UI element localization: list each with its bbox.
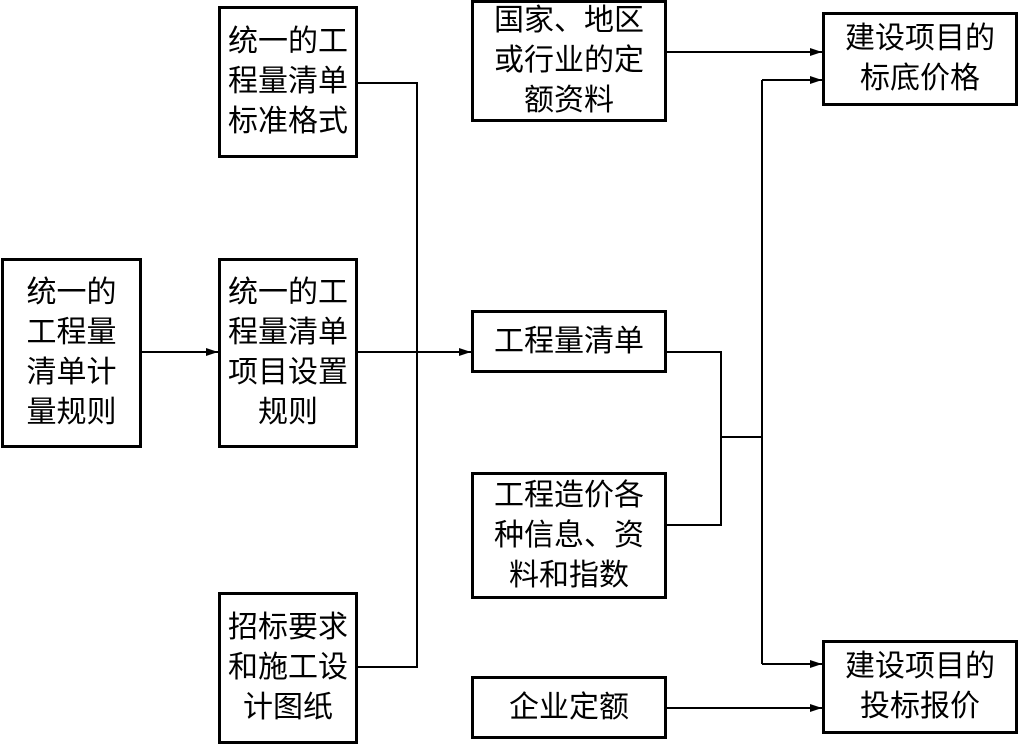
line-format-to-bus <box>357 82 418 668</box>
bill-of-quantities-box: 工程量清单 <box>471 310 667 373</box>
measurement-rules-box: 统一的 工程量 清单计 量规则 <box>1 258 142 448</box>
bid-price-box: 建设项目的 投标报价 <box>822 640 1018 734</box>
national-quota-box: 国家、地区 或行业的定 额资料 <box>471 0 667 122</box>
line-bill-cost-merge <box>666 351 722 526</box>
cost-info-box: 工程造价各 种信息、资 料和指数 <box>471 472 667 599</box>
unified-format-box: 统一的工 程量清单 标准格式 <box>218 6 358 158</box>
tender-requirements-box: 招标要求 和施工设 计图纸 <box>218 592 358 744</box>
target-price-box: 建设项目的 标底价格 <box>822 12 1018 106</box>
enterprise-quota-box: 企业定额 <box>471 676 667 739</box>
item-rules-box: 统一的工 程量清单 项目设置 规则 <box>218 258 358 448</box>
